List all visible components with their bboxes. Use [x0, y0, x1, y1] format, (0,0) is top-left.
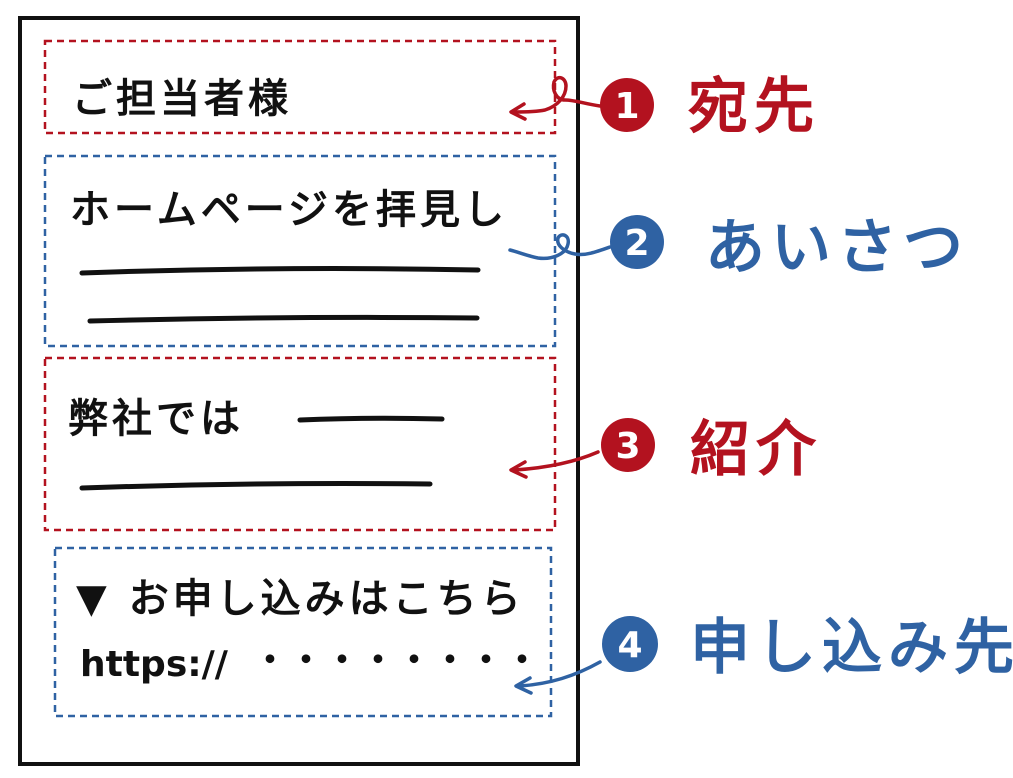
application-url-text: https://	[80, 644, 229, 685]
section-greeting-box	[43, 154, 557, 348]
introduction-text: 弊社では	[68, 396, 244, 442]
callout-4-arrow	[518, 660, 602, 688]
section-introduction: 弊社では	[43, 356, 557, 532]
callout-2: 2 あいさつ	[508, 213, 969, 283]
introduction-body-line-2	[79, 481, 433, 491]
callout-1-label: 宛先	[688, 72, 820, 142]
callout-1: 1 宛先	[509, 72, 820, 142]
greeting-text: ホームページを拝見し	[70, 187, 508, 233]
application-url-dots: ・・・・・・・・	[252, 640, 540, 681]
callout-4-number: 4	[617, 625, 642, 666]
callout-4-arrowhead	[514, 676, 533, 695]
callout-2-arrow	[508, 233, 612, 261]
callout-3-arrowhead	[509, 460, 528, 479]
callout-3-number: 3	[615, 426, 640, 467]
section-greeting: ホームページを拝見し	[43, 154, 557, 348]
callout-3-arrow	[513, 450, 600, 472]
document-frame	[18, 16, 580, 766]
callout-4: 4 申し込み先	[514, 613, 1013, 695]
callout-3-badge	[601, 418, 655, 472]
callout-2-number: 2	[624, 223, 649, 264]
callout-3: 3 紹介	[509, 415, 822, 485]
section-addressee: ご担当者様	[43, 39, 557, 135]
callout-1-number: 1	[614, 86, 639, 127]
application-text: ▼ お申し込みはこちら	[76, 576, 525, 622]
section-application: ▼ お申し込みはこちら https:// ・・・・・・・・	[53, 546, 553, 718]
callout-4-badge	[602, 616, 658, 672]
callout-1-arrowhead	[509, 102, 527, 121]
callout-1-badge	[600, 78, 654, 132]
callout-4-label: 申し込み先	[690, 613, 1013, 683]
greeting-body-line-2	[87, 314, 480, 324]
callout-3-label: 紹介	[690, 415, 822, 485]
greeting-body-line-1	[79, 266, 481, 276]
section-application-box	[53, 546, 553, 718]
callout-1-arrow	[513, 75, 602, 114]
callout-2-badge	[610, 215, 664, 269]
section-introduction-box	[43, 356, 557, 532]
introduction-body-line-1	[297, 415, 445, 423]
addressee-text: ご担当者様	[72, 76, 292, 122]
callout-2-label: あいさつ	[705, 213, 969, 283]
